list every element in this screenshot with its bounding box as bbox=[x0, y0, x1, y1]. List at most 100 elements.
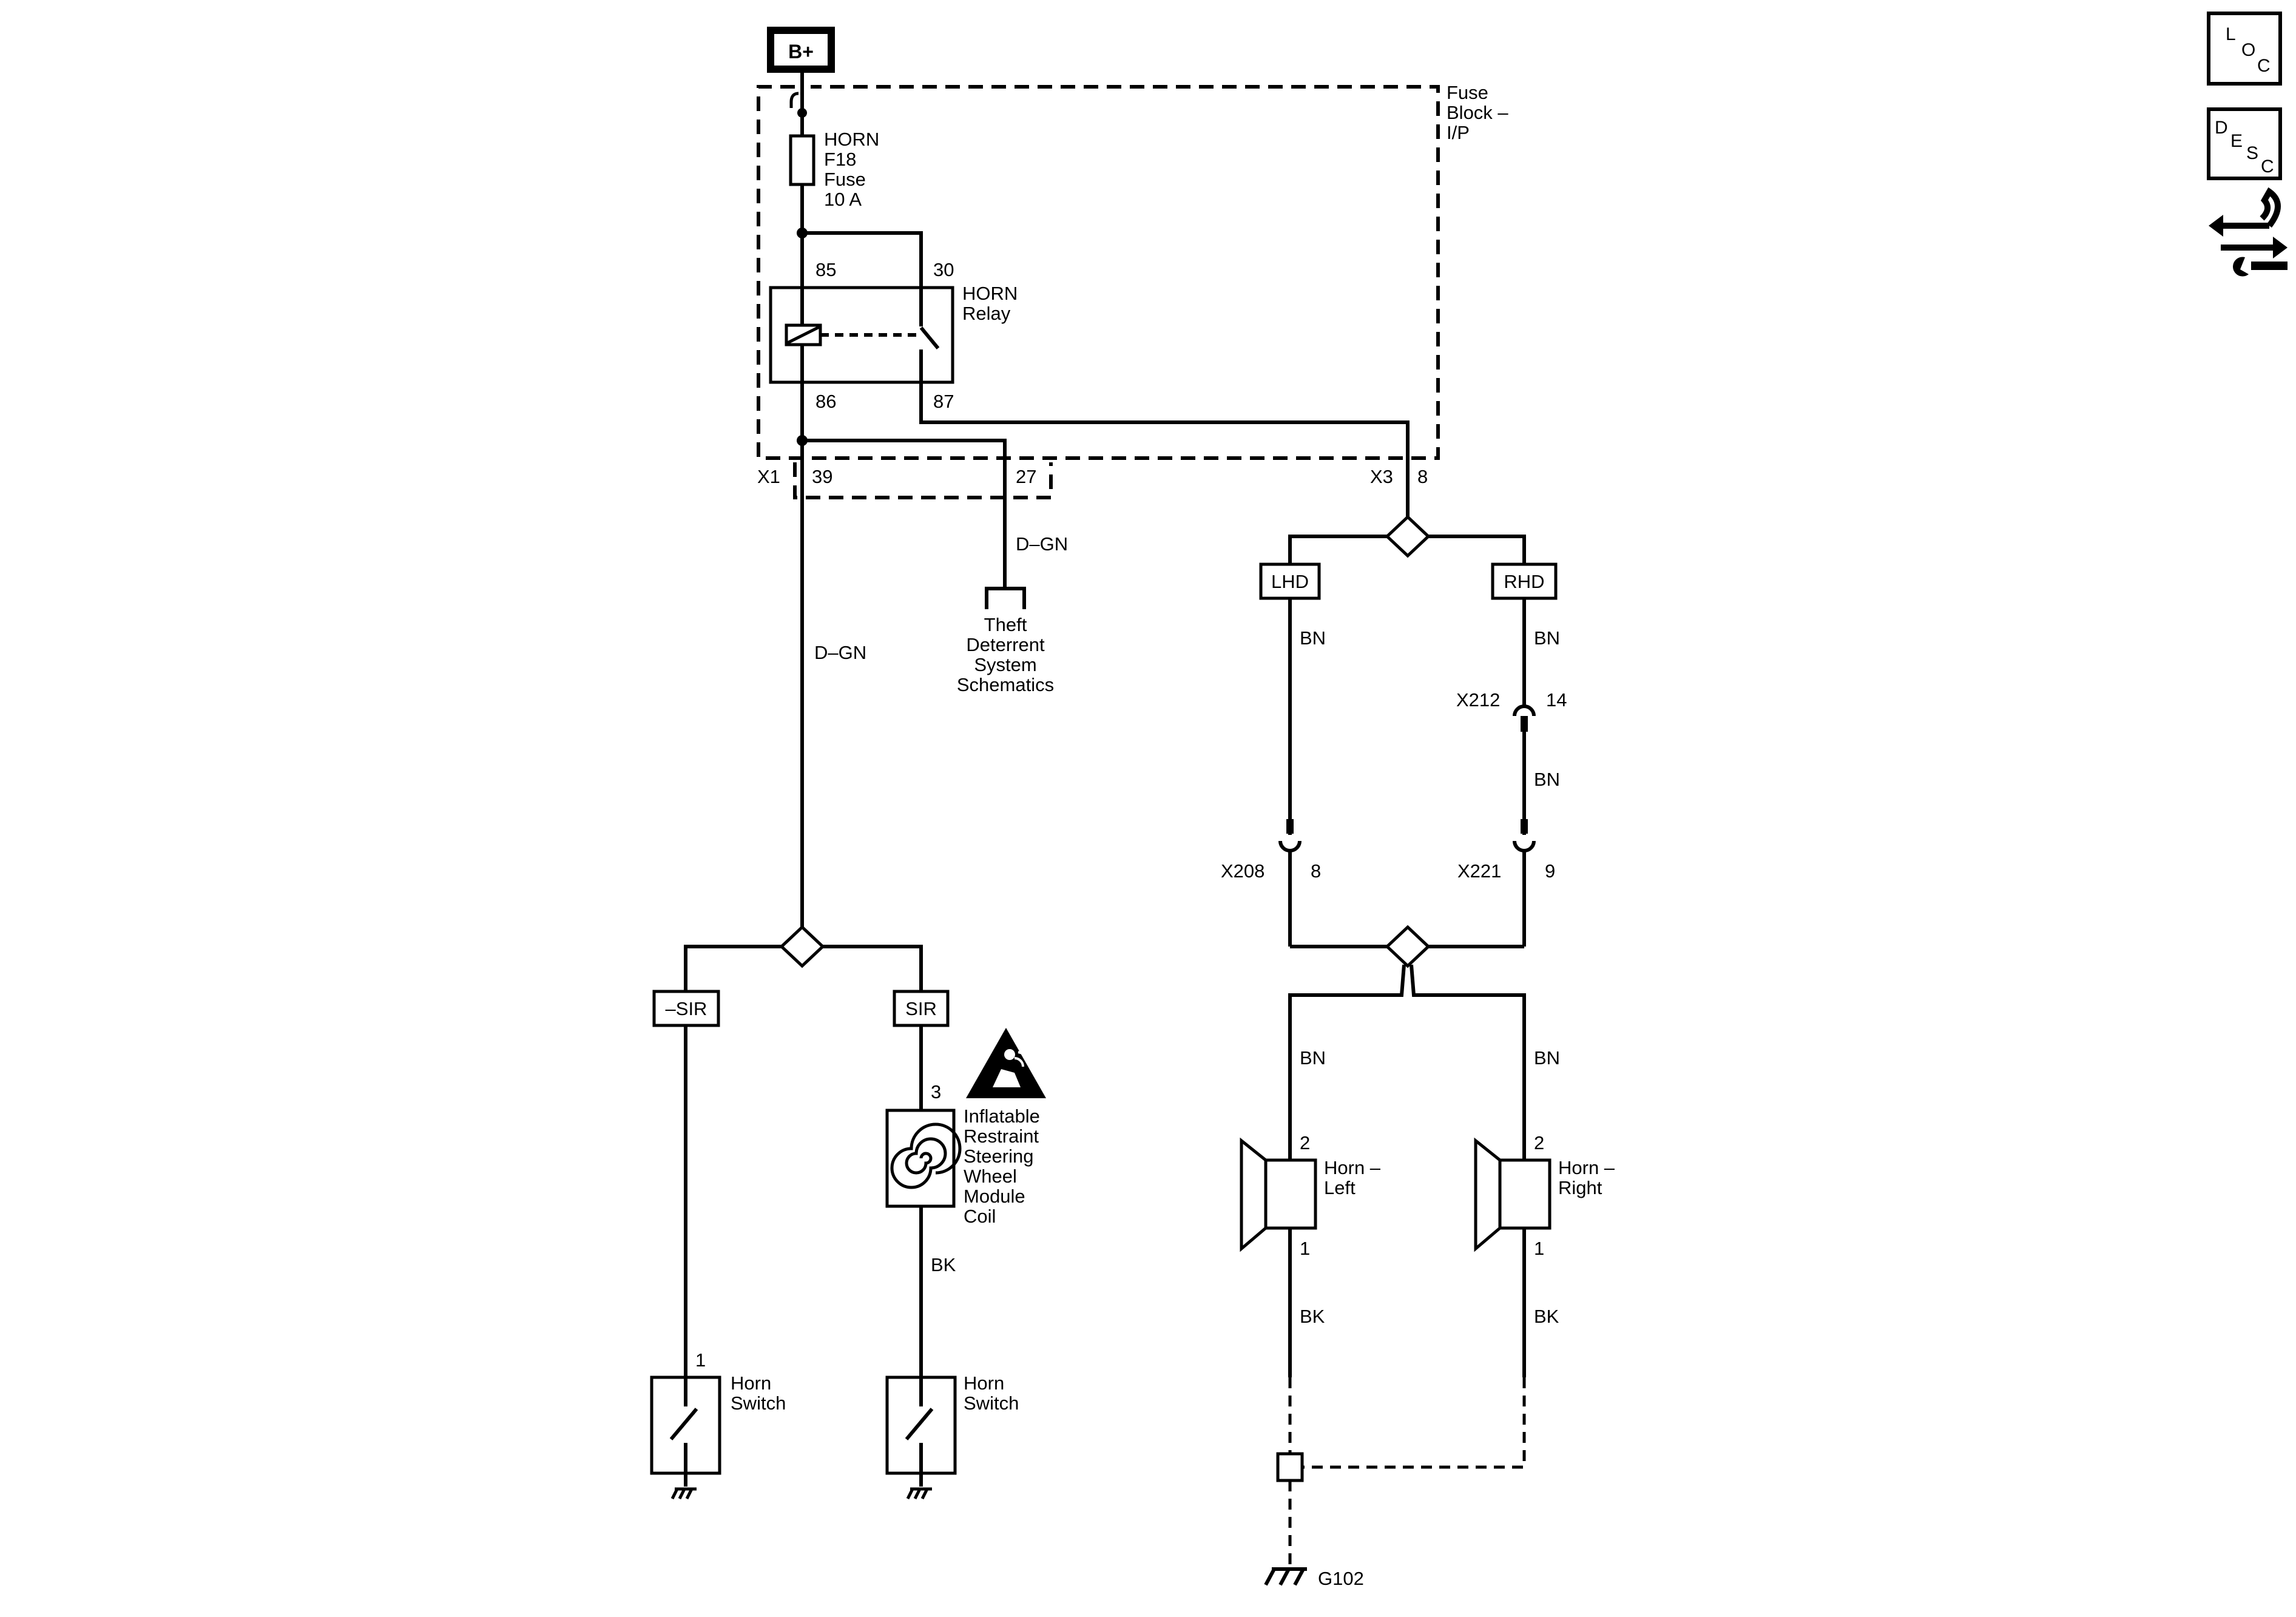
wire-color-bk-coil: BK bbox=[931, 1254, 956, 1275]
option-rhd-label: RHD bbox=[1504, 571, 1544, 592]
supply-label: B+ bbox=[788, 41, 814, 62]
fuse-block-label-3: I/P bbox=[1447, 122, 1470, 143]
wire-color-bn-horn-left: BN bbox=[1300, 1047, 1326, 1068]
coil-spiral-icon bbox=[890, 1122, 962, 1189]
coil-label-3: Steering bbox=[964, 1146, 1033, 1167]
wire-color-bk-horn-left: BK bbox=[1300, 1306, 1325, 1327]
desc-letter-d: D bbox=[2215, 118, 2228, 138]
connector-pin-x208 bbox=[1286, 819, 1294, 834]
option-splice-diamond-bottom bbox=[1385, 925, 1431, 968]
wire-ground-right-dashed bbox=[1303, 1377, 1526, 1469]
wrench-arrows-icon[interactable] bbox=[2209, 187, 2288, 277]
loc-letter-l: L bbox=[2226, 24, 2236, 44]
wire-fuse-relay30 bbox=[802, 231, 923, 288]
fuse-block-label-1: Fuse bbox=[1447, 82, 1488, 103]
relay-pin-30: 30 bbox=[933, 259, 954, 280]
theft-label-1: Theft bbox=[984, 614, 1027, 635]
relay-label-1: HORN bbox=[962, 283, 1018, 304]
horn-left-pin1: 1 bbox=[1300, 1238, 1310, 1259]
horn-right-pin1: 1 bbox=[1534, 1238, 1544, 1259]
horn-switch-right-label-2: Switch bbox=[964, 1393, 1019, 1414]
horn-relay bbox=[769, 286, 954, 384]
horn-right bbox=[1474, 1137, 1551, 1377]
fuse-label-4: 10 A bbox=[824, 189, 862, 210]
relay-switch-contact bbox=[919, 326, 940, 349]
relay-pin-86: 86 bbox=[815, 391, 836, 412]
wire-lhd bbox=[1288, 535, 1387, 564]
horn-switch-left bbox=[650, 1376, 721, 1500]
connector-hook-icon bbox=[789, 92, 799, 108]
connector-pin-x221 bbox=[1521, 819, 1528, 834]
desc-letter-s: S bbox=[2246, 143, 2258, 163]
coil-pin: 3 bbox=[931, 1081, 941, 1102]
connector-x3-pin8: 8 bbox=[1417, 466, 1428, 487]
connector-x3: X3 bbox=[1370, 466, 1393, 487]
theft-label-3: System bbox=[974, 654, 1036, 675]
connector-x208-icon bbox=[1278, 840, 1302, 852]
wire-color-dgn-theft: D–GN bbox=[1016, 533, 1068, 555]
fuse-label-1: HORN bbox=[824, 129, 879, 150]
wire-relay87-x3 bbox=[919, 382, 1410, 528]
wire-color-bk-horn-right: BK bbox=[1534, 1306, 1559, 1327]
connector-x221-icon bbox=[1513, 840, 1536, 852]
loc-letter-c: C bbox=[2257, 56, 2271, 76]
wire-color-bn-rhd: BN bbox=[1534, 627, 1560, 649]
wire-color-bn-rhd2: BN bbox=[1534, 769, 1560, 790]
desc-letter-e: E bbox=[2230, 131, 2243, 151]
fuse-block-label-2: Block – bbox=[1447, 102, 1508, 123]
battery-supply-box: B+ bbox=[767, 27, 835, 73]
connector-x208: X208 bbox=[1221, 860, 1264, 882]
option-nsir-label: –SIR bbox=[666, 998, 707, 1019]
ground-label: G102 bbox=[1318, 1568, 1364, 1589]
horn-switch-left-label-2: Switch bbox=[731, 1393, 786, 1414]
horn-right-label-2: Right bbox=[1558, 1177, 1602, 1198]
connector-x208-pin: 8 bbox=[1311, 860, 1321, 882]
relay-pin-87: 87 bbox=[933, 391, 954, 412]
connector-x212: X212 bbox=[1456, 689, 1500, 711]
connector-x212-icon bbox=[1513, 704, 1536, 717]
fuse-label-3: Fuse bbox=[824, 169, 866, 190]
option-box-rhd bbox=[1491, 562, 1558, 600]
wire-nsir bbox=[684, 945, 782, 991]
wire-horn-left-bn bbox=[1288, 964, 1406, 1138]
horn-right-pin2: 2 bbox=[1534, 1132, 1544, 1153]
wire-horn-right-bn bbox=[1410, 964, 1526, 1138]
loc-letter-o: O bbox=[2241, 40, 2255, 60]
connector-x212-pin: 14 bbox=[1546, 689, 1567, 711]
fuse-block-outline bbox=[757, 85, 1440, 499]
connector-x1: X1 bbox=[757, 466, 780, 487]
option-splice-diamond-top bbox=[1385, 515, 1431, 558]
horn-switch-left-pin: 1 bbox=[695, 1349, 706, 1371]
coil-label-6: Coil bbox=[964, 1206, 996, 1227]
airbag-warning-icon bbox=[966, 1028, 1046, 1098]
theft-label-4: Schematics bbox=[957, 674, 1054, 695]
horn-switch-right-label-1: Horn bbox=[964, 1372, 1004, 1394]
option-splice-diamond bbox=[779, 925, 825, 968]
horn-left-label-2: Left bbox=[1324, 1177, 1356, 1198]
option-lhd-label: LHD bbox=[1271, 571, 1309, 592]
coil-label-5: Module bbox=[964, 1186, 1025, 1207]
connector-x1-pin39: 39 bbox=[812, 466, 832, 487]
coil-label-4: Wheel bbox=[964, 1166, 1017, 1187]
wire-theft-deterrent bbox=[802, 439, 1007, 589]
loc-button[interactable]: L O C bbox=[2207, 12, 2282, 86]
relay-pin-85: 85 bbox=[815, 259, 836, 280]
horn-right-label-1: Horn – bbox=[1558, 1157, 1615, 1178]
connector-pin-x212 bbox=[1521, 716, 1528, 732]
ground-splice-box bbox=[1276, 1452, 1304, 1482]
desc-button[interactable]: D E S C bbox=[2207, 107, 2282, 180]
horn-switch-right bbox=[885, 1376, 957, 1500]
coil-label-2: Restraint bbox=[964, 1126, 1039, 1147]
horn-fuse-symbol bbox=[789, 134, 815, 186]
wire-color-bn-horn-right: BN bbox=[1534, 1047, 1560, 1068]
horn-left bbox=[1240, 1137, 1317, 1377]
ground-icon bbox=[1264, 1567, 1307, 1586]
wire-sir bbox=[823, 945, 923, 991]
wire-color-bn-lhd: BN bbox=[1300, 627, 1326, 649]
connector-x221: X221 bbox=[1457, 860, 1501, 882]
option-sir-label: SIR bbox=[905, 998, 937, 1019]
wire-color-dgn-main: D–GN bbox=[814, 642, 866, 663]
connector-x1-pin27: 27 bbox=[1016, 466, 1036, 487]
splice-dot bbox=[797, 108, 807, 118]
